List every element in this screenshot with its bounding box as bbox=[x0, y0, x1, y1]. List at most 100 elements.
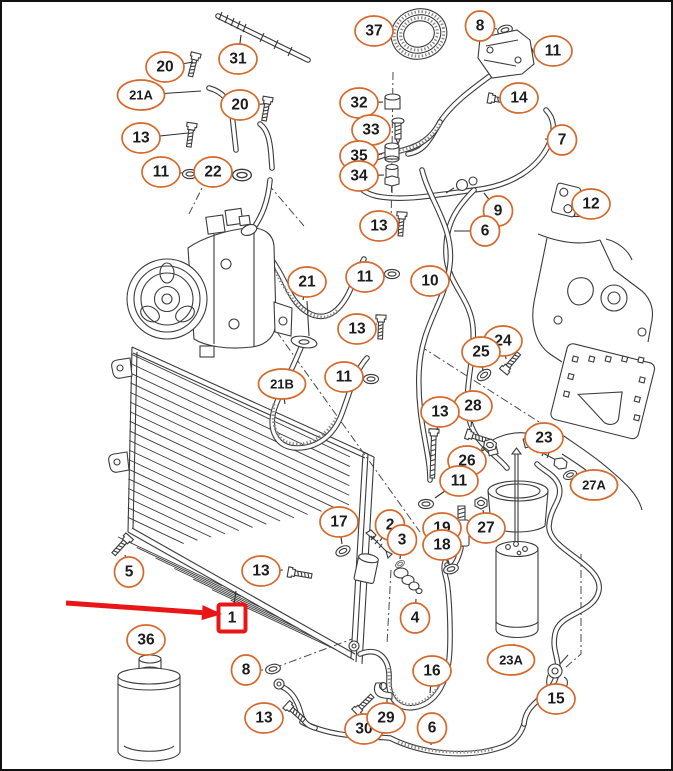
svg-text:22: 22 bbox=[204, 164, 221, 181]
oring-22 bbox=[231, 168, 253, 182]
valve-core-2 bbox=[365, 529, 393, 560]
svg-text:11: 11 bbox=[545, 43, 562, 60]
svg-text:5: 5 bbox=[125, 564, 134, 581]
svg-text:16: 16 bbox=[423, 663, 441, 680]
callout-14[interactable]: 14 bbox=[499, 82, 539, 114]
svg-text:17: 17 bbox=[330, 514, 347, 531]
callout-34[interactable]: 34 bbox=[339, 160, 385, 192]
callout-21B[interactable]: 21B bbox=[257, 368, 307, 405]
condenser-tab bbox=[108, 451, 130, 473]
svg-text:27A: 27A bbox=[582, 478, 606, 493]
callout-6[interactable]: 6 bbox=[454, 215, 501, 247]
callout-27[interactable]: 27 bbox=[466, 509, 506, 544]
svg-text:12: 12 bbox=[582, 196, 599, 213]
pipe-10 bbox=[417, 168, 453, 482]
svg-text:34: 34 bbox=[350, 168, 368, 185]
svg-text:28: 28 bbox=[464, 398, 482, 415]
callout-13[interactable]: 13 bbox=[121, 122, 189, 154]
callout-23[interactable]: 23 bbox=[524, 422, 564, 454]
svg-text:37: 37 bbox=[365, 23, 382, 40]
callout-13[interactable]: 13 bbox=[244, 702, 284, 734]
callout-11[interactable]: 11 bbox=[434, 465, 479, 499]
svg-text:36: 36 bbox=[137, 632, 155, 649]
svg-text:13: 13 bbox=[370, 218, 388, 235]
condenser-union-fitting bbox=[353, 553, 379, 584]
callout-31[interactable]: 31 bbox=[218, 34, 258, 75]
compressor-drawing bbox=[126, 207, 318, 358]
valve-34 bbox=[384, 163, 400, 193]
callout-4[interactable]: 4 bbox=[399, 598, 431, 634]
washer-25 bbox=[474, 366, 494, 384]
bracket-top-right bbox=[477, 29, 535, 79]
bolt-20b bbox=[258, 95, 274, 123]
svg-text:7: 7 bbox=[558, 132, 567, 149]
svg-text:8: 8 bbox=[476, 18, 485, 35]
callout-8[interactable]: 8 bbox=[464, 10, 498, 42]
callout-36[interactable]: 36 bbox=[126, 624, 166, 656]
bolt-13f bbox=[286, 566, 314, 582]
callout-23A[interactable]: 23A bbox=[486, 643, 536, 676]
callout-13[interactable]: 13 bbox=[359, 210, 399, 242]
svg-text:6: 6 bbox=[481, 223, 490, 240]
svg-text:11: 11 bbox=[357, 269, 374, 286]
condenser-bottom-fitting bbox=[348, 640, 360, 652]
svg-text:2: 2 bbox=[386, 517, 395, 534]
nut-27 bbox=[474, 496, 488, 510]
screw-5 bbox=[109, 532, 134, 558]
callout-16[interactable]: 16 bbox=[412, 655, 452, 694]
callout-10[interactable]: 10 bbox=[410, 265, 450, 297]
callout-17[interactable]: 17 bbox=[319, 506, 359, 545]
svg-text:10: 10 bbox=[421, 273, 438, 290]
refrigerant-canister-36 bbox=[117, 654, 181, 762]
oring-8b bbox=[264, 662, 282, 676]
svg-text:20: 20 bbox=[156, 59, 173, 76]
callout-11[interactable]: 11 bbox=[141, 156, 183, 188]
compressor-pulley bbox=[126, 258, 208, 340]
callout-12[interactable]: 12 bbox=[571, 188, 611, 220]
callout-6[interactable]: 6 bbox=[416, 712, 448, 746]
bolt-13d bbox=[374, 314, 387, 340]
svg-text:18: 18 bbox=[433, 537, 451, 554]
callout-11[interactable]: 11 bbox=[532, 35, 573, 67]
svg-text:3: 3 bbox=[398, 532, 407, 549]
callout-13[interactable]: 13 bbox=[420, 396, 460, 431]
callout-18[interactable]: 18 bbox=[422, 529, 462, 564]
red-arrow-head bbox=[201, 605, 222, 621]
callout-1[interactable]: 1 bbox=[216, 590, 248, 634]
callout-22[interactable]: 22 bbox=[193, 156, 233, 188]
callout-25[interactable]: 25 bbox=[461, 336, 501, 372]
coupling-9 bbox=[445, 176, 478, 194]
callout-7[interactable]: 7 bbox=[544, 124, 578, 156]
oring-11d bbox=[362, 373, 380, 385]
valve-cap-32 bbox=[384, 93, 401, 110]
svg-text:23A: 23A bbox=[499, 653, 523, 668]
oring-11e bbox=[417, 498, 435, 510]
callout-27A[interactable]: 27A bbox=[569, 469, 619, 501]
callout-28[interactable]: 28 bbox=[453, 390, 493, 428]
svg-text:14: 14 bbox=[510, 90, 528, 107]
valve-cap-35 bbox=[384, 142, 400, 163]
callout-32[interactable]: 32 bbox=[339, 87, 384, 119]
callout-8[interactable]: 8 bbox=[230, 654, 264, 686]
callout-20[interactable]: 20 bbox=[145, 51, 194, 83]
callout-37[interactable]: 37 bbox=[354, 15, 394, 47]
svg-text:11: 11 bbox=[451, 473, 468, 490]
callout-13[interactable]: 13 bbox=[337, 313, 378, 345]
svg-text:33: 33 bbox=[362, 122, 380, 139]
callout-33[interactable]: 33 bbox=[351, 114, 391, 146]
callout-3[interactable]: 3 bbox=[386, 524, 418, 560]
condenser-fins bbox=[117, 353, 351, 650]
callout-21[interactable]: 21 bbox=[287, 266, 327, 301]
callout-21A[interactable]: 21A bbox=[116, 79, 202, 111]
callout-29[interactable]: 29 bbox=[366, 702, 406, 734]
callout-5[interactable]: 5 bbox=[113, 554, 145, 588]
svg-text:15: 15 bbox=[547, 691, 565, 708]
callout-11[interactable]: 11 bbox=[345, 261, 386, 293]
callout-15[interactable]: 15 bbox=[536, 682, 576, 715]
svg-text:6: 6 bbox=[428, 720, 437, 737]
callout-11[interactable]: 11 bbox=[324, 361, 365, 393]
callout-13[interactable]: 13 bbox=[241, 555, 284, 587]
svg-text:8: 8 bbox=[242, 662, 251, 679]
callout-20[interactable]: 20 bbox=[220, 89, 265, 121]
red-arrow-shaft bbox=[65, 600, 203, 616]
